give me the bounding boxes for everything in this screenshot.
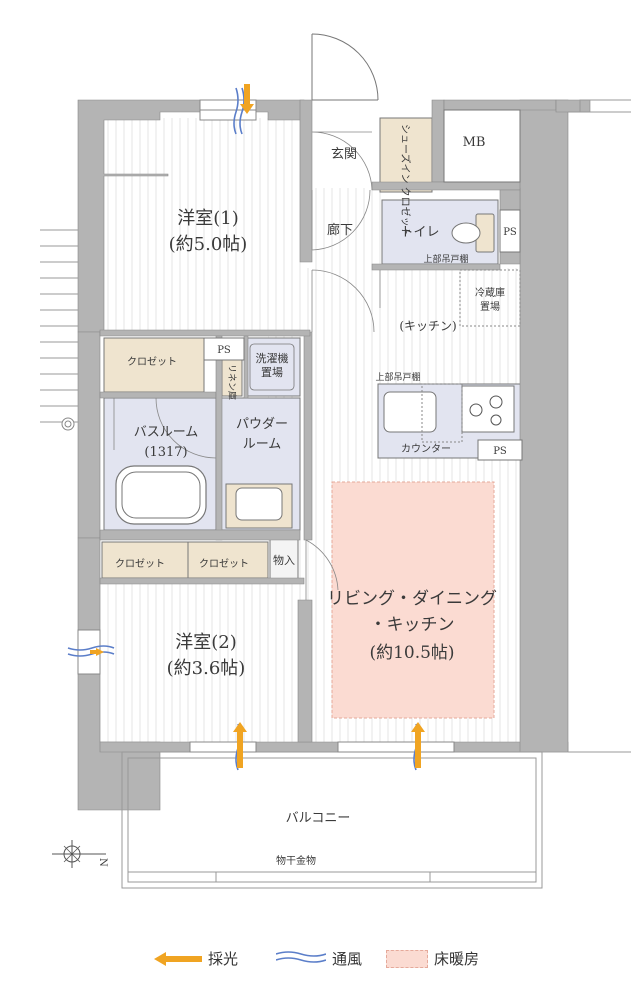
floor-western1 [104,118,304,332]
upper-cabinet-label-toilet: 上部吊戸棚 [423,253,468,265]
toilet-icon [451,213,495,253]
legend-light-label: 採光 [208,950,239,968]
ps-label-toilet: PS [503,227,517,238]
storage-label: 物入 [273,553,295,567]
stove-icon [461,385,515,433]
fridge-label-2: 置場 [480,300,500,313]
closet-western2-left [101,541,189,579]
room-bath-size: (1317) [144,445,187,460]
bathtub-icon [115,465,207,525]
ps-label-kitchen: PS [493,446,507,457]
room-mb: MB [463,135,486,150]
fridge-space [459,269,521,327]
room-hallway: 廊下 [327,222,353,238]
drying-hardware: 物干金物 [276,854,316,867]
room-western1-name: 洋室(1) [177,208,239,229]
entrance-door [311,33,379,101]
room-powder-line2: ルーム [243,437,282,452]
floor-heating-swatch [386,950,428,968]
upper-cabinet-kitchen [421,383,463,443]
ps-box-closet [203,337,245,361]
washer-label-1: 洗濯機 [256,351,289,365]
counter-label: カウンター [401,443,451,455]
floor-western2 [100,580,306,742]
wind-icon [276,951,326,963]
room-ldk-line2: ・キッチン [370,615,455,635]
closet-label-2: クロゼット [115,558,165,570]
room-ldk-size: (約10.5帖) [369,643,454,663]
mb-box [443,109,521,183]
ps-box-toilet [499,209,521,253]
room-kitchen: (キッチン) [399,319,456,333]
compass-icon [52,840,106,868]
drain-icon [61,417,75,431]
legend-floor-heating-label: 床暖房 [434,950,480,968]
legend-wind-label: 通風 [332,950,363,968]
closet-western2-right [187,541,269,579]
linen-label: リネン庫 [226,364,238,400]
sink-icon [383,391,437,433]
shoes-closet-label: シューズイン クロゼット [399,124,412,237]
ps-label-closet: PS [217,345,231,356]
room-toilet: トイレ [400,225,439,240]
washer-label-2: 置場 [261,366,283,379]
fridge-label-1: 冷蔵庫 [475,286,505,299]
room-balcony: バルコニー [286,811,351,826]
closet-label-3: クロゼット [199,558,249,570]
light-wind-indicators [67,84,425,771]
floor-hallway [310,188,382,268]
legend: 採光 通風 床暖房 [150,944,550,974]
room-bath-name: バスルーム [134,425,199,440]
ps-box-kitchen [477,439,523,461]
room-ldk-line1: リビング・ダイニング [327,589,497,609]
exterior-right [568,99,631,753]
room-western2-size: (約3.6帖) [167,658,246,679]
washer-icon [249,343,295,391]
storage [269,537,299,583]
shoes-closet [379,117,433,193]
room-powder-line1: パウダー [236,417,288,432]
closet-label-1: クロゼット [127,356,177,368]
upper-cabinet-label-kitchen: 上部吊戸棚 [375,371,420,383]
exterior-railing [40,229,78,423]
balcony-frame [121,751,543,889]
floor-heating-area [331,481,495,719]
door-swings [113,131,381,600]
floor-washer [245,337,301,397]
light-arrow-icon [154,952,202,966]
room-entrance: 玄関 [331,147,357,162]
compass-north-label: N [97,858,108,867]
room-western1-size: (約5.0帖) [169,234,248,255]
room-western2-name: 洋室(2) [175,632,237,653]
